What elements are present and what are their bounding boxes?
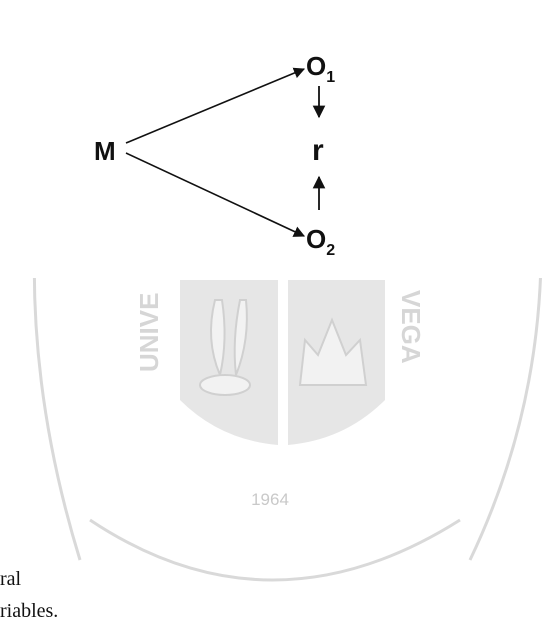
watermark-left-text: UNIVE (134, 293, 164, 372)
watermark-bottom-arc (89, 518, 461, 582)
arrow-m-to-o2 (125, 152, 306, 237)
watermark-feathers-icon (210, 299, 248, 379)
watermark-right-text: VEGA (396, 290, 426, 364)
body-text-line-2: riables. (0, 600, 59, 622)
observation-1-label: O1 (306, 51, 335, 86)
body-text-line-1: ral (0, 568, 22, 590)
observation-2-label: O2 (306, 224, 335, 259)
watermark-crown-icon (298, 317, 368, 386)
sample-label: M (94, 136, 116, 166)
watermark-band-icon (199, 374, 251, 396)
arrow-m-to-o1 (125, 67, 306, 144)
watermark-year: 1964 (251, 490, 289, 509)
relation-label: r (312, 134, 324, 167)
research-design-diagram: M O1 r O2 (14, 10, 542, 278)
watermark-left-shield (180, 280, 278, 445)
observation-2-subscript: 2 (326, 242, 335, 259)
observation-1-subscript: 1 (326, 69, 335, 86)
